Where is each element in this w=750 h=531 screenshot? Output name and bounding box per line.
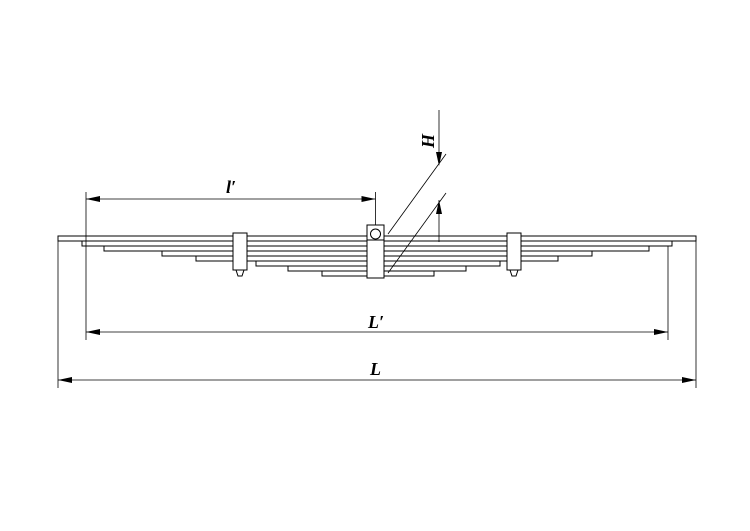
rebound-clip-right — [506, 232, 522, 277]
center-bolt — [366, 224, 385, 279]
label-arc-height: H — [418, 133, 438, 149]
rebound-clip-left — [232, 232, 248, 277]
label-effective-length: L′ — [367, 312, 384, 332]
arc-height-construction — [387, 110, 447, 274]
label-overall-length: L — [369, 359, 381, 379]
dimension-half-length — [86, 196, 376, 202]
extension-lines — [57, 192, 697, 388]
dimension-effective-length — [86, 329, 668, 335]
arrow-h-top — [436, 152, 442, 166]
label-half-length: l′ — [226, 177, 236, 197]
dimension-overall-length — [58, 377, 696, 383]
arrow-h-bottom — [436, 200, 442, 214]
